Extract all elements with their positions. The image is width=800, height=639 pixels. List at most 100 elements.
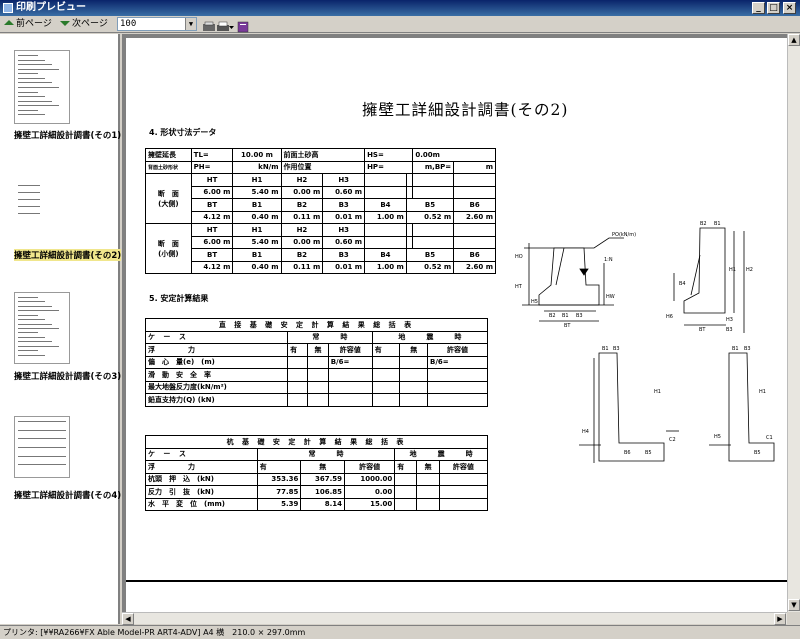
table-cell: 0.01 m bbox=[322, 260, 366, 274]
table-cell: 背面土砂形状 bbox=[145, 160, 192, 174]
diagram-label: B3 bbox=[576, 313, 583, 319]
table-cell: 水 平 変 位 (mm) bbox=[145, 497, 258, 511]
prev-page-button[interactable]: 前ページ bbox=[2, 17, 52, 32]
table-row: ケ ー ス 常 時 地 震 時 bbox=[144, 330, 489, 344]
thumbnail-page-1[interactable] bbox=[14, 50, 70, 124]
table-cell: 0.01 m bbox=[322, 210, 366, 224]
print-setup-icon[interactable] bbox=[202, 18, 216, 31]
table-cell: 杭頭 押 込 (kN) bbox=[145, 472, 258, 486]
table-cell: 106.85 bbox=[300, 485, 345, 499]
table-cell: 無 bbox=[416, 460, 440, 474]
table-cell: 5.40 m bbox=[232, 185, 282, 199]
table-cell bbox=[438, 497, 489, 511]
page-thumbnail-sidebar: 擁壁工詳細設計調書(その1) 擁壁工詳細設計調書(その2) 擁壁工詳細設計調書(… bbox=[0, 34, 122, 624]
table-row: 6.00 m 5.40 m 0.00 m 0.60 m bbox=[146, 185, 496, 199]
thumbnail-line bbox=[18, 64, 52, 66]
table-cell bbox=[394, 472, 418, 486]
thumbnail-line bbox=[18, 96, 45, 98]
diagram-label: B5 bbox=[645, 450, 652, 456]
table-cell: TL= bbox=[190, 148, 234, 162]
diagram-label: B1 bbox=[732, 346, 739, 352]
direct-foundation-table: 直 接 基 礎 安 定 計 算 結 果 総 括 表 ケ ー ス 常 時 地 震 … bbox=[144, 318, 489, 407]
table-cell bbox=[371, 393, 401, 407]
thumbnail-line bbox=[18, 73, 38, 75]
table-row: 杭 基 礎 安 定 計 算 結 果 総 括 表 bbox=[145, 435, 488, 449]
table-cell: 15.00 bbox=[343, 497, 396, 511]
scroll-up-icon[interactable]: ▲ bbox=[788, 34, 800, 46]
horizontal-scrollbar[interactable]: ◀ ▶ bbox=[122, 612, 787, 625]
table-cell: 無 bbox=[300, 460, 345, 474]
table-cell bbox=[371, 380, 401, 394]
diagram-label: H3 bbox=[726, 317, 733, 323]
scroll-left-icon[interactable]: ◀ bbox=[122, 613, 134, 625]
chevron-down-icon[interactable]: ▼ bbox=[185, 18, 196, 30]
wall-diagram-3-labels: B1 B3 H1 H4 C2 B6 B5 bbox=[582, 346, 676, 456]
table-cell: 5.39 bbox=[256, 497, 302, 511]
table-cell: 許容値 bbox=[427, 343, 488, 357]
table-cell: H2 bbox=[280, 223, 324, 237]
table-cell: 許容値 bbox=[327, 343, 373, 357]
table-cell bbox=[416, 497, 440, 511]
table-cell bbox=[453, 185, 496, 199]
table-cell bbox=[399, 393, 429, 407]
wall-diagram-3 bbox=[579, 352, 679, 463]
table-cell: B4 bbox=[364, 198, 407, 212]
pile-table-title: 杭 基 礎 安 定 計 算 結 果 総 括 表 bbox=[145, 435, 488, 449]
minimize-button[interactable]: _ bbox=[752, 2, 765, 14]
table-cell: B3 bbox=[322, 248, 366, 262]
table-cell: HS= bbox=[364, 148, 414, 162]
thumbnail-label-3[interactable]: 擁壁工詳細設計調書(その3) bbox=[14, 372, 122, 382]
table-cell: B3 bbox=[322, 198, 366, 212]
table-row: BT B1 B2 B3 B4 B5 B6 bbox=[146, 248, 496, 262]
table-cell: B1 bbox=[232, 198, 282, 212]
table-cell bbox=[394, 485, 418, 499]
window-title: 印刷プレビュー bbox=[16, 2, 86, 13]
table-cell: 353.36 bbox=[256, 472, 302, 486]
thumbnail-label-1[interactable]: 擁壁工詳細設計調書(その1) bbox=[14, 131, 122, 141]
next-page-button[interactable]: 次ページ bbox=[58, 17, 110, 32]
diagram-label: HO bbox=[515, 254, 523, 260]
diagram-label: C2 bbox=[669, 437, 676, 443]
diagram-label: C1 bbox=[766, 435, 773, 441]
table-row: 偏 心 量(e) (m) B/6= B/6= bbox=[144, 355, 488, 369]
preview-area: 擁壁工詳細設計調書(その2) 4. 形状寸法データ 擁壁延長 TL= 10.00… bbox=[122, 34, 787, 612]
arrow-up-icon bbox=[4, 15, 14, 25]
thumbnail-line bbox=[18, 87, 59, 88]
zoom-select[interactable]: 100 ▼ bbox=[117, 17, 197, 31]
scroll-right-icon[interactable]: ▶ bbox=[774, 613, 786, 625]
maximize-button[interactable]: □ bbox=[767, 2, 780, 14]
thumbnail-label-4[interactable]: 擁壁工詳細設計調書(その4) bbox=[14, 491, 122, 501]
large-section-label-2: (大側) bbox=[158, 199, 179, 208]
table-cell bbox=[364, 223, 407, 237]
toolbar: 前ページ 次ページ 100 ▼ bbox=[0, 16, 800, 33]
table-cell: 作用位置 bbox=[280, 160, 366, 174]
thumbnail-line bbox=[18, 77, 45, 79]
thumbnail-label-2[interactable]: 擁壁工詳細設計調書(その2) bbox=[14, 249, 122, 261]
table-cell: 0.00 m bbox=[280, 185, 324, 199]
printer-dropdown-icon[interactable] bbox=[229, 18, 235, 30]
diagram-label: H5 bbox=[531, 299, 538, 305]
table-cell: B2 bbox=[280, 248, 324, 262]
table-cell: 許容値 bbox=[343, 460, 396, 474]
thumbnail-page-2[interactable] bbox=[14, 178, 70, 238]
vertical-scrollbar[interactable]: ▲ ▼ bbox=[787, 34, 800, 612]
table-cell bbox=[438, 485, 489, 499]
page-title: 擁壁工詳細設計調書(その2) bbox=[362, 101, 569, 119]
table-cell bbox=[287, 368, 309, 382]
diagram-label: H1 bbox=[729, 267, 736, 273]
thumbnail-page-3[interactable] bbox=[14, 292, 70, 364]
scroll-down-icon[interactable]: ▼ bbox=[788, 599, 800, 611]
book-icon[interactable] bbox=[236, 18, 250, 33]
printer-icon[interactable] bbox=[216, 18, 230, 31]
table-cell bbox=[307, 380, 329, 394]
table-cell bbox=[438, 472, 489, 486]
table-cell: 有 bbox=[371, 343, 401, 357]
thumbnail-page-4[interactable] bbox=[14, 416, 70, 478]
table-cell: B2 bbox=[280, 198, 324, 212]
thumbnail-line bbox=[18, 109, 38, 111]
table-row: 浮 力 有 無 許容値 有 無 許容値 bbox=[145, 460, 489, 474]
table-row: 断 面(大側) HT H1 H2 H3 bbox=[145, 173, 496, 224]
table-cell: ケ ー ス bbox=[145, 447, 258, 461]
arrow-down-icon bbox=[60, 21, 70, 31]
close-button[interactable]: × bbox=[783, 2, 796, 14]
